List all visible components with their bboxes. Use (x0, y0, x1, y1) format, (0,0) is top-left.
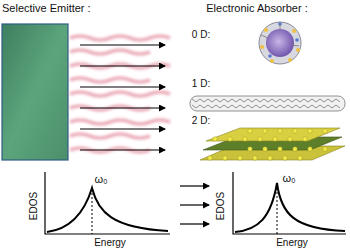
axis-label: EDOS (29, 192, 39, 220)
dimension-label: 0 D: (192, 30, 210, 40)
dimension-label: 1 D: (192, 79, 210, 89)
quantum-dot (259, 22, 301, 64)
emission-arrows (80, 45, 165, 150)
absorber-edos-plot (233, 172, 346, 234)
panel-title: Selective Emitter : (2, 3, 91, 14)
panel-title: Electronic Absorber : (206, 3, 308, 14)
peak-label: ω₀ (94, 174, 107, 185)
emission-waves (70, 36, 170, 152)
axis-label: Energy (94, 238, 126, 248)
axis-label: Energy (276, 238, 308, 248)
dimension-label: 2 D: (192, 116, 210, 126)
emitter-slab (2, 24, 68, 160)
axis-label: EDOS (216, 192, 226, 220)
nanotube (190, 96, 345, 111)
layered-2d-material (200, 128, 345, 160)
peak-label: ω₀ (282, 173, 295, 184)
emitter-edos-plot (45, 172, 170, 234)
transfer-arrows (180, 186, 209, 224)
